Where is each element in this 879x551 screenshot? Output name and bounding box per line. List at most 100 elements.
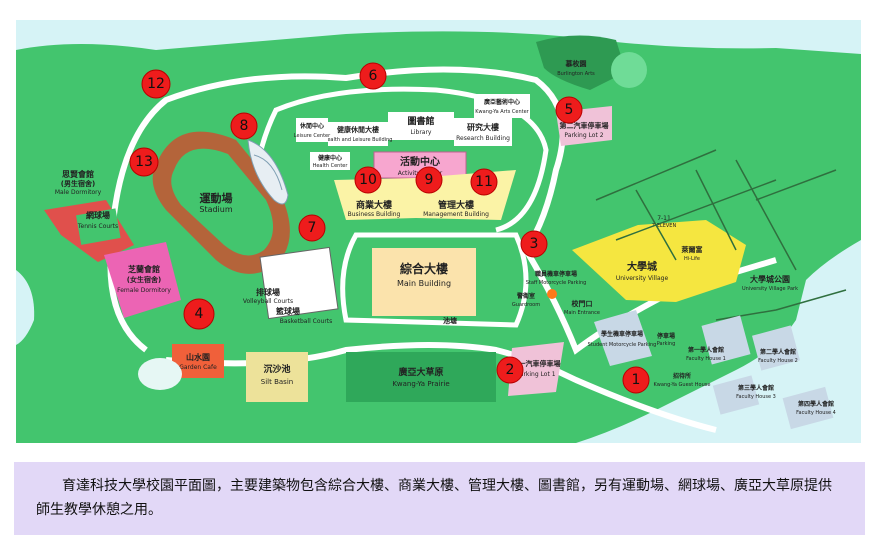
moto-parking-label-en: Student Motorcycle Parking xyxy=(588,342,657,348)
hilife-label-en: Hi-Life xyxy=(684,256,700,262)
faculty-houses xyxy=(701,315,834,430)
volleyball-courts: 排球場 Volleyball Courts 籃球場 Basketball Cou… xyxy=(243,246,339,325)
marker-3[interactable]: 3 xyxy=(520,230,548,258)
silt-basin-label-en: Silt Basin xyxy=(261,378,293,386)
tennis-label: 網球場 xyxy=(86,210,110,220)
health-center: 健康中心 Health Center xyxy=(310,152,350,170)
marker-10[interactable]: 10 xyxy=(354,166,382,194)
business-label-en: Business Building xyxy=(348,211,401,218)
leisure-center-label: 休閒中心 xyxy=(299,122,324,130)
marker-5-label: 5 xyxy=(565,102,574,118)
marker-6[interactable]: 6 xyxy=(359,62,387,90)
entrance-dot xyxy=(547,289,557,299)
business-label: 商業大樓 xyxy=(356,199,392,211)
marker-1-label: 1 xyxy=(632,372,641,388)
fh4-label: 第四學人會館 xyxy=(797,400,834,408)
marker-2[interactable]: 2 xyxy=(496,356,524,384)
activity-label: 活動中心 xyxy=(400,155,440,168)
univ-park-label-en: University Village Park xyxy=(742,286,798,292)
male-dorm-en: Male Dormitory xyxy=(55,189,102,196)
parking-label-en: Parking xyxy=(657,341,676,347)
motorcycle-parking: 學生機車停車場 Student Motorcycle Parking xyxy=(588,310,657,366)
marker-10-label: 10 xyxy=(359,172,377,188)
volleyball-label-en: Volleyball Courts xyxy=(243,298,293,305)
campus-map-svg: 運動場 Stadium 網球場 Tennis Courts 思賢會館 (男生宿舍… xyxy=(16,20,861,443)
univ-park-label: 大學城公園 xyxy=(750,274,790,284)
staff-moto-label-en: Staff Motorcycle Parking xyxy=(526,280,587,286)
east-road xyxy=(523,248,777,355)
stadium-label-en: Stadium xyxy=(199,205,232,214)
fh2-label-en: Faculty House 2 xyxy=(758,358,798,364)
parking-lot-1: 第一汽車停車場 Parking Lot 1 xyxy=(508,342,564,396)
arts-center2-label-en: Kwang-Ya Arts Center xyxy=(475,109,529,115)
main-entrance-label-en: Main Entrance xyxy=(564,310,600,316)
arts-center2: 廣亞藝術中心 Kwang-Ya Arts Center xyxy=(474,94,530,118)
marker-4[interactable]: 4 xyxy=(183,298,215,330)
fh4-label-en: Faculty House 4 xyxy=(796,410,836,416)
seven-label: 7-11 xyxy=(657,215,671,222)
garden-cafe-label-en: Garden Cafe xyxy=(179,364,217,371)
prairie-label: 廣亞大草原 xyxy=(398,366,443,378)
leisure-center-label-en: Leisure Center xyxy=(294,133,331,139)
health-leisure-label-en: Health and Leisure Building xyxy=(324,137,393,143)
marker-12[interactable]: 12 xyxy=(141,69,171,99)
burlington-arts: 慕枚園 Burlington Arts xyxy=(536,35,626,90)
prairie-label-en: Kwang-Ya Prairie xyxy=(392,380,449,388)
library-label-en: Library xyxy=(411,129,432,136)
research-building: 研究大樓 Research Building xyxy=(454,118,512,146)
fh1-label-en: Faculty House 1 xyxy=(686,356,726,362)
marker-5[interactable]: 5 xyxy=(555,96,583,124)
health-leisure-building: 健康休閒大樓 Health and Leisure Building xyxy=(324,122,393,146)
main-building: 綜合大樓 Main Building xyxy=(372,248,476,316)
seven-label-en: 7-ELEVEN xyxy=(652,223,677,229)
fh3-label-en: Faculty House 3 xyxy=(736,394,776,400)
pond-label: 池塘 xyxy=(443,316,457,325)
marker-6-label: 6 xyxy=(369,68,378,84)
female-dormitory: 芝蘭會館 (女生宿舍) Female Dormitory xyxy=(104,242,181,318)
male-dorm-label: 思賢會館 xyxy=(62,169,94,179)
library-label: 圖書館 xyxy=(407,115,434,127)
fh2-label: 第二學人會館 xyxy=(759,348,796,356)
library-building: 圖書館 Library xyxy=(388,112,454,140)
health-center-label-en: Health Center xyxy=(313,163,349,169)
marker-13-label: 13 xyxy=(135,154,153,170)
parking2-label-en: Parking Lot 2 xyxy=(564,132,603,139)
pond-shape xyxy=(138,358,182,390)
tree-circle xyxy=(611,52,647,88)
marker-9[interactable]: 9 xyxy=(415,166,443,194)
guardroom-label: 警衛室 xyxy=(516,292,535,300)
water-left xyxy=(16,270,35,345)
marker-3-label: 3 xyxy=(530,236,539,252)
marker-7[interactable]: 7 xyxy=(298,214,326,242)
marker-11-label: 11 xyxy=(475,174,493,190)
female-dorm-label: 芝蘭會館 xyxy=(128,264,160,274)
basketball-label: 籃球場 xyxy=(276,306,300,316)
campus-map: 運動場 Stadium 網球場 Tennis Courts 思賢會館 (男生宿舍… xyxy=(16,20,861,443)
guest-label: 招待所 xyxy=(673,372,691,380)
female-dorm-en: Female Dormitory xyxy=(117,287,171,294)
marker-12-label: 12 xyxy=(147,76,165,92)
basketball-label-en: Basketball Courts xyxy=(280,318,333,325)
management-label-en: Management Building xyxy=(423,211,489,218)
moto-parking-label: 學生機車停車場 xyxy=(601,330,643,338)
arts-center-label: 慕枚園 xyxy=(565,59,587,68)
marker-11[interactable]: 11 xyxy=(470,168,498,196)
marker-13[interactable]: 13 xyxy=(129,147,159,177)
silt-basin: 沉沙池 Silt Basin xyxy=(246,352,308,402)
hilife-label: 萊爾富 xyxy=(681,245,703,254)
volleyball-label: 排球場 xyxy=(256,287,280,297)
inner-ring xyxy=(340,232,529,328)
marker-1[interactable]: 1 xyxy=(622,366,650,394)
guest-label-en: Kwang-Ya Guest House xyxy=(654,382,711,388)
health-center-label: 健康中心 xyxy=(318,154,342,162)
indoor-dome xyxy=(247,139,289,205)
main-building-label: 綜合大樓 xyxy=(400,261,448,276)
main-building-label-en: Main Building xyxy=(397,279,451,288)
street-grid xyxy=(595,149,847,321)
caption-text: 育達科技大學校園平面圖，主要建築物包含綜合大樓、商業大樓、管理大樓、圖書館，另有… xyxy=(36,478,832,518)
fh3-label: 第三學人會館 xyxy=(737,384,774,392)
guardroom-label-en: Guardroom xyxy=(512,302,540,308)
staff-moto-label: 職員機車停車場 xyxy=(535,270,577,278)
female-dorm-sub: (女生宿舍) xyxy=(127,275,161,284)
marker-8[interactable]: 8 xyxy=(230,112,258,140)
